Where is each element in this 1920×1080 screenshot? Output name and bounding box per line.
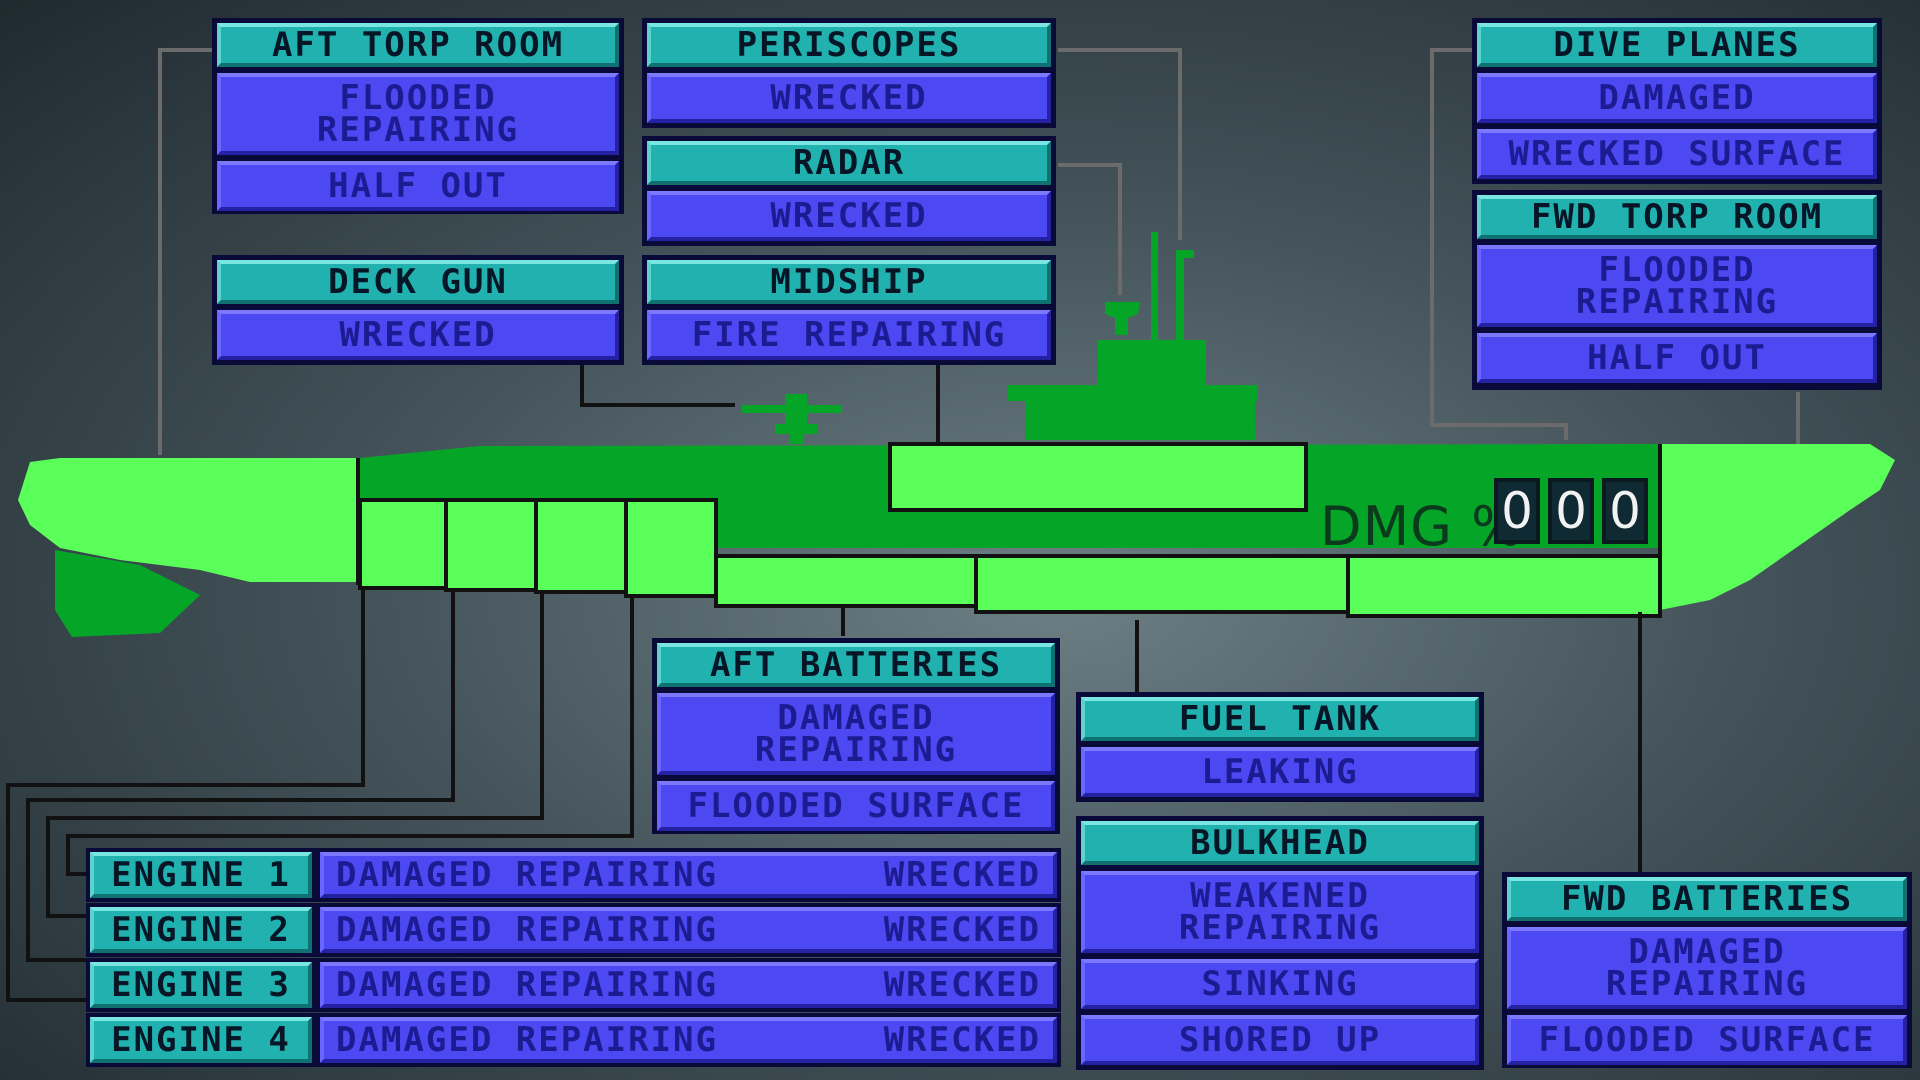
panel-fwd-batteries[interactable]: FWD BATTERIES DAMAGED REPAIRING FLOODED …: [1502, 872, 1912, 1068]
panel-midship[interactable]: MIDSHIP FIRE REPAIRING: [642, 255, 1056, 365]
engine-status: DAMAGED REPAIRING WRECKED: [320, 852, 1057, 898]
compartment-title: DIVE PLANES: [1477, 23, 1877, 67]
conning-tower: [1008, 232, 1258, 440]
compartment-title: FUEL TANK: [1081, 697, 1479, 741]
engine-status-secondary: WRECKED: [883, 965, 1041, 1005]
compartment-status: DAMAGED REPAIRING: [657, 693, 1055, 775]
stern-lower: [55, 550, 200, 637]
compartment-status: WRECKED: [217, 310, 619, 360]
engine-label: ENGINE 1: [90, 852, 312, 898]
leader-lines-lower: [6, 362, 1642, 1002]
compartment-status: FLOODED SURFACE: [1507, 1015, 1907, 1065]
compartment-title: BULKHEAD: [1081, 821, 1479, 865]
compartment-title: FWD TORP ROOM: [1477, 195, 1877, 239]
compartment-status: SINKING: [1081, 959, 1479, 1009]
panel-dive-planes[interactable]: DIVE PLANES DAMAGED WRECKED SURFACE: [1472, 18, 1882, 184]
compartment-status: SHORED UP: [1081, 1015, 1479, 1065]
panel-aft-torp-room[interactable]: AFT TORP ROOM FLOODED REPAIRING HALF OUT: [212, 18, 624, 214]
compartment-status: FIRE REPAIRING: [647, 310, 1051, 360]
compartment-status: WRECKED SURFACE: [1477, 129, 1877, 179]
compartment-title: MIDSHIP: [647, 260, 1051, 304]
compartment-title: PERISCOPES: [647, 23, 1051, 67]
engine-status-secondary: WRECKED: [883, 855, 1041, 895]
compartment-status: HALF OUT: [217, 161, 619, 211]
hull: [18, 442, 1895, 637]
compartment-status: DAMAGED REPAIRING: [1507, 927, 1907, 1009]
compartment-status: WEAKENED REPAIRING: [1081, 871, 1479, 953]
engine-row-3[interactable]: ENGINE 3 DAMAGED REPAIRING WRECKED: [86, 958, 1061, 1012]
bow-section: [1660, 444, 1895, 610]
compartment-title: FWD BATTERIES: [1507, 877, 1907, 921]
engine-row-1[interactable]: ENGINE 1 DAMAGED REPAIRING WRECKED: [86, 848, 1061, 902]
compartment-status: WRECKED: [647, 73, 1051, 123]
panel-periscopes[interactable]: PERISCOPES WRECKED: [642, 18, 1056, 128]
panel-bulkhead[interactable]: BULKHEAD WEAKENED REPAIRING SINKING SHOR…: [1076, 816, 1484, 1070]
compartment-status: HALF OUT: [1477, 333, 1877, 383]
compartment-status: FLOODED SURFACE: [657, 781, 1055, 831]
engine-status-primary: DAMAGED REPAIRING: [336, 910, 718, 950]
compartment-title: AFT BATTERIES: [657, 643, 1055, 687]
damage-digit-3: 0: [1602, 478, 1648, 544]
engine-label: ENGINE 4: [90, 1017, 312, 1063]
panel-aft-batteries[interactable]: AFT BATTERIES DAMAGED REPAIRING FLOODED …: [652, 638, 1060, 834]
panel-fuel-tank[interactable]: FUEL TANK LEAKING: [1076, 692, 1484, 802]
engine-label: ENGINE 2: [90, 907, 312, 953]
compartment-status: FLOODED REPAIRING: [217, 73, 619, 155]
panel-radar[interactable]: RADAR WRECKED: [642, 136, 1056, 246]
engine-status: DAMAGED REPAIRING WRECKED: [320, 907, 1057, 953]
engine-row-2[interactable]: ENGINE 2 DAMAGED REPAIRING WRECKED: [86, 903, 1061, 957]
compartment-status: FLOODED REPAIRING: [1477, 245, 1877, 327]
compartment-status: DAMAGED: [1477, 73, 1877, 123]
engine-status-primary: DAMAGED REPAIRING: [336, 965, 718, 1005]
engine-row-4[interactable]: ENGINE 4 DAMAGED REPAIRING WRECKED: [86, 1013, 1061, 1067]
compartment-status: LEAKING: [1081, 747, 1479, 797]
engine-status-secondary: WRECKED: [883, 1020, 1041, 1060]
damage-digit-2: 0: [1548, 478, 1594, 544]
panel-fwd-torp-room[interactable]: FWD TORP ROOM FLOODED REPAIRING HALF OUT: [1472, 190, 1882, 390]
compartment-title: AFT TORP ROOM: [217, 23, 619, 67]
engine-status-primary: DAMAGED REPAIRING: [336, 855, 718, 895]
deck-gun-shape: [742, 394, 842, 444]
engine-label: ENGINE 3: [90, 962, 312, 1008]
engine-status: DAMAGED REPAIRING WRECKED: [320, 962, 1057, 1008]
compartment-status: WRECKED: [647, 191, 1051, 241]
damage-digit-1: 0: [1494, 478, 1540, 544]
leader-lines-upper: [158, 48, 1800, 455]
compartment-title: RADAR: [647, 141, 1051, 185]
engine-status-primary: DAMAGED REPAIRING: [336, 1020, 718, 1060]
engine-status: DAMAGED REPAIRING WRECKED: [320, 1017, 1057, 1063]
compartment-title: DECK GUN: [217, 260, 619, 304]
engine-status-secondary: WRECKED: [883, 910, 1041, 950]
stern-section: [18, 458, 360, 582]
damage-label: DMG %: [1320, 495, 1524, 558]
panel-deck-gun[interactable]: DECK GUN WRECKED: [212, 255, 624, 365]
